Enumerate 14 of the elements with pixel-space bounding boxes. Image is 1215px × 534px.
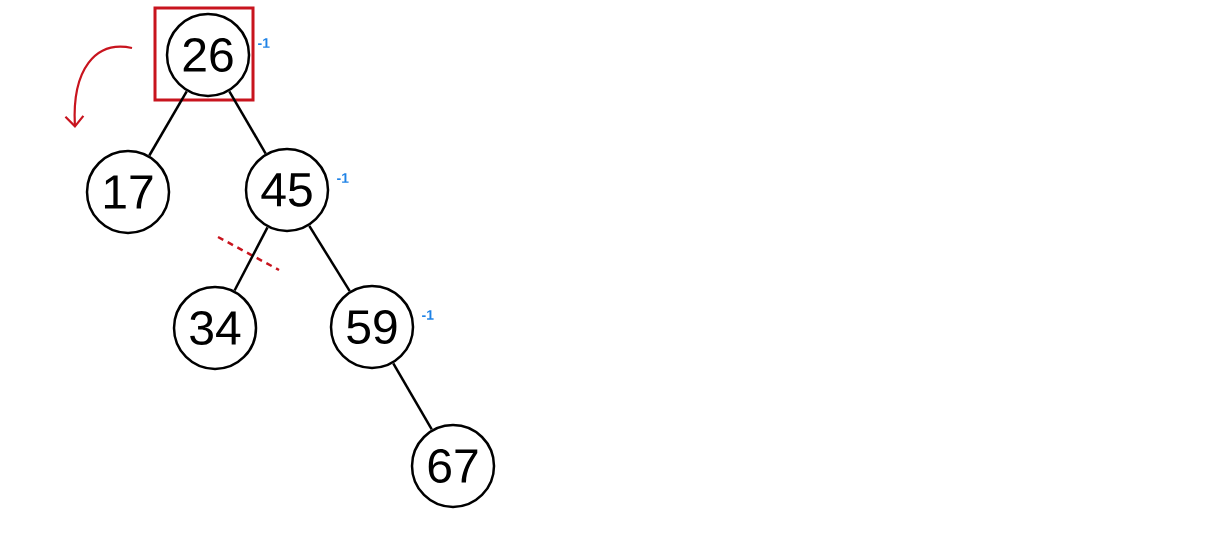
- tree-node: 34: [172, 285, 258, 371]
- tree-node: 26: [165, 12, 251, 98]
- tree-node: 59: [329, 284, 415, 370]
- tree-edge: [392, 362, 433, 431]
- tree-edge: [308, 225, 351, 292]
- tree-node: 17: [85, 149, 171, 235]
- balance-factor: -1: [337, 173, 349, 183]
- tree-edge: [233, 226, 269, 292]
- balance-factor: -1: [422, 310, 434, 320]
- tree-edge: [148, 90, 188, 157]
- tree-edge: [228, 90, 267, 155]
- tree-node: 45: [244, 147, 330, 233]
- tree-node: 67: [410, 423, 496, 509]
- balance-factor: -1: [258, 38, 270, 48]
